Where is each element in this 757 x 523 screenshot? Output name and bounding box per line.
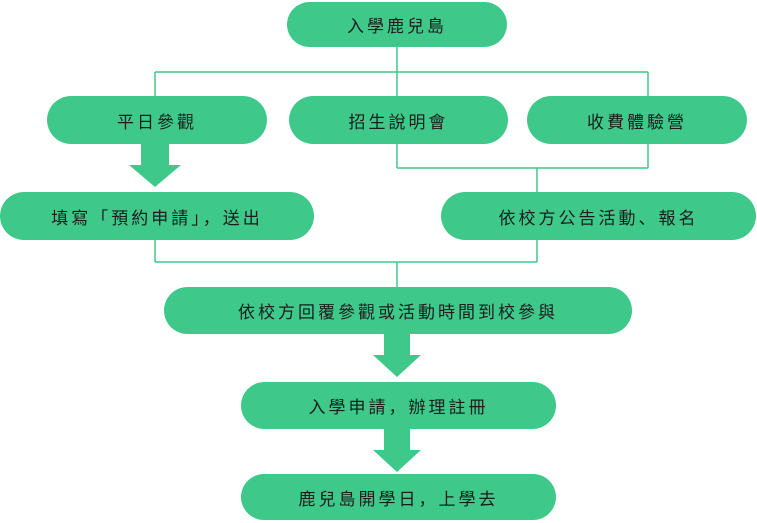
node-info-session: 招生說明會 xyxy=(289,96,508,144)
arrow-attend-to-enroll xyxy=(373,334,421,377)
arrow-visit-to-apply xyxy=(129,144,181,187)
node-enrollment: 入學申請，辦理註冊 xyxy=(241,382,556,429)
node-attend-school: 依校方回覆參觀或活動時間到校參與 xyxy=(164,287,632,334)
node-fill-application: 填寫「預約申請」，送出 xyxy=(0,192,314,240)
node-enter-kagoshima: 入學鹿兒島 xyxy=(287,2,507,47)
arrow-enroll-to-start xyxy=(373,429,421,472)
node-paid-camp: 收費體驗營 xyxy=(527,96,747,144)
node-school-notice: 依校方公告活動、報名 xyxy=(441,192,756,240)
node-weekday-visit: 平日參觀 xyxy=(47,96,267,144)
node-school-start: 鹿兒島開學日，上學去 xyxy=(241,474,556,520)
